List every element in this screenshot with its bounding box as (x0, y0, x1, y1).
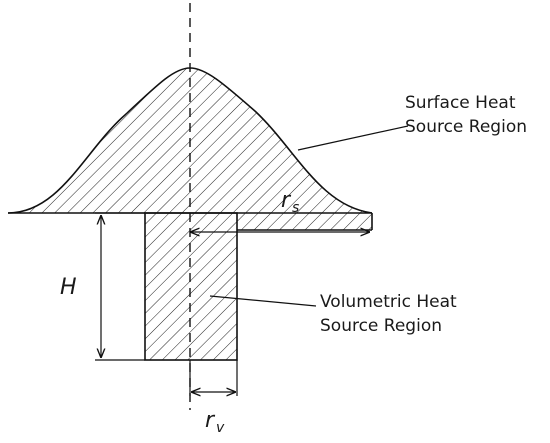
volumetric-label-line2: Source Region (320, 316, 442, 336)
volumetric-heat-region (144, 212, 238, 361)
surface-label-line1: Surface Heat (405, 93, 516, 113)
surface-heat-region (8, 68, 372, 230)
volumetric-leader-line (209, 295, 317, 307)
rv-label-subscript: v (216, 420, 225, 436)
rv-label: r (205, 408, 216, 433)
volumetric-label-line1: Volumetric Heat (320, 292, 457, 312)
height-label: H (60, 275, 77, 300)
surface-leader-line (297, 125, 409, 151)
surface-label-line2: Source Region (405, 117, 527, 137)
rs-label: r (281, 188, 292, 213)
rs-label-subscript: s (292, 200, 299, 216)
